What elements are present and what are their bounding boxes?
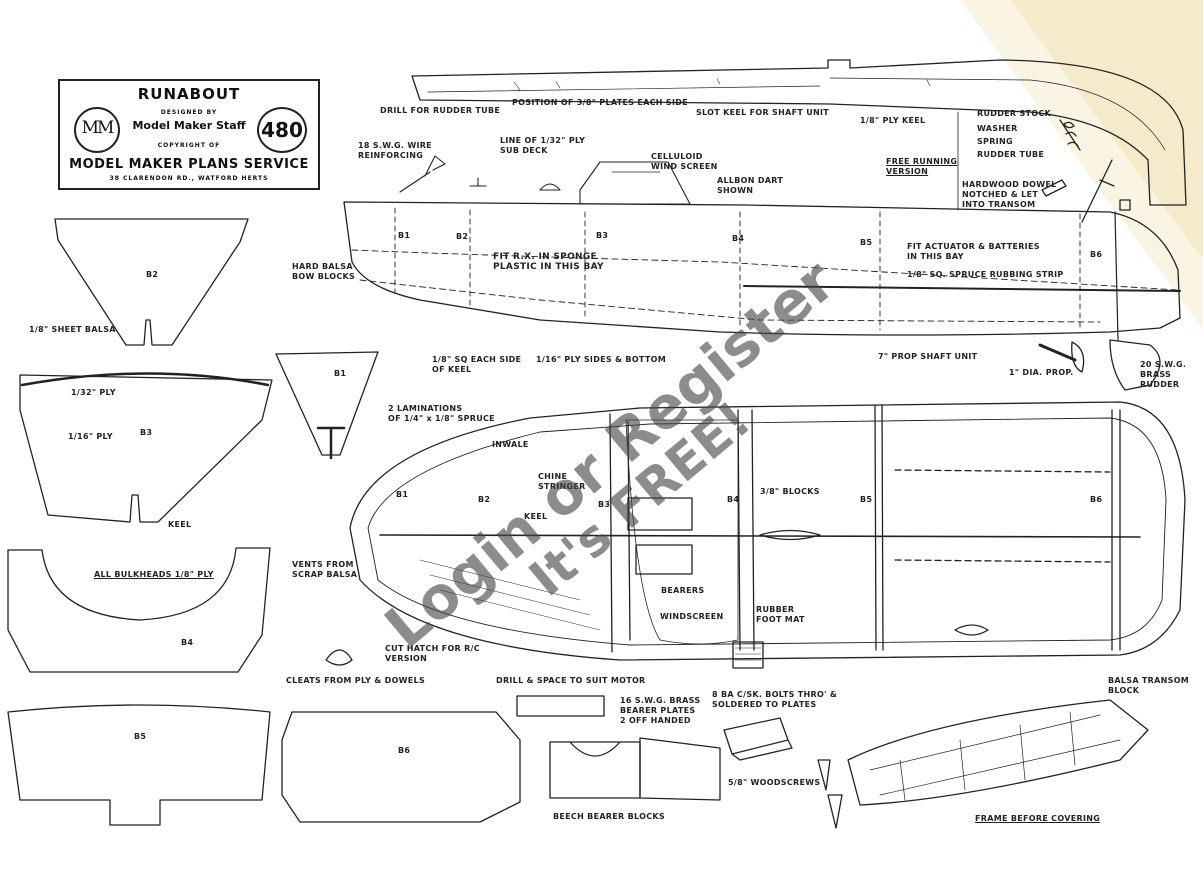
label-fit-actuator: FIT ACTUATOR & BATTERIES IN THIS BAY	[907, 242, 1040, 261]
mm-logo-text: MM	[81, 118, 115, 138]
inset-details	[325, 649, 1149, 829]
label-beech-blocks: BEECH BEARER BLOCKS	[553, 812, 665, 821]
side-b5: B5	[860, 238, 873, 247]
keel-profile	[411, 59, 1187, 206]
label-rubber-mat: RUBBER FOOT MAT	[756, 605, 805, 624]
label-wire-reinforcing: 18 S.W.G. WIRE REINFORCING	[358, 141, 432, 160]
template-b6: B6	[398, 746, 411, 755]
template-b5: B5	[134, 732, 147, 741]
plan-b6: B6	[1090, 495, 1103, 504]
label-windscreen: WINDSCREEN	[660, 612, 724, 621]
label-rudder-stock: RUDDER STOCK	[977, 109, 1052, 118]
plan-number: 480	[261, 118, 303, 142]
label-sub-deck: LINE OF 1/32" PLY SUB DECK	[500, 136, 586, 155]
bulkhead-templates	[7, 218, 521, 826]
label-brass-rudder: 20 S.W.G. BRASS RUDDER	[1140, 360, 1187, 389]
label-spring: SPRING	[977, 137, 1013, 146]
label-keel-plan: KEEL	[524, 512, 548, 521]
label-cleats: CLEATS FROM PLY & DOWELS	[286, 676, 426, 685]
label-allbon: ALLBON DART SHOWN	[717, 176, 784, 195]
label-vents: VENTS FROM SCRAP BALSA	[292, 560, 358, 579]
label-slot-keel: SLOT KEEL FOR SHAFT UNIT	[696, 108, 830, 117]
designer-name: Model Maker Staff	[132, 119, 246, 132]
designed-by-label: DESIGNED BY	[160, 109, 218, 116]
label-keel: KEEL	[168, 520, 192, 529]
side-b4: B4	[732, 234, 745, 243]
label-drill-rudder-tube: DRILL FOR RUDDER TUBE	[380, 106, 501, 115]
plan-number-badge: 480	[257, 107, 307, 153]
copyright-label: COPYRIGHT OF	[157, 142, 221, 149]
label-balsa-transom: BALSA TRANSOM BLOCK	[1108, 676, 1190, 695]
label-brass-bearer: 16 S.W.G. BRASS BEARER PLATES 2 OFF HAND…	[620, 696, 701, 725]
label-free-running: FREE RUNNING VERSION	[886, 157, 958, 176]
label-cut-hatch: CUT HATCH FOR R/C VERSION	[385, 644, 480, 663]
plan-b4: B4	[727, 495, 740, 504]
plan-b5: B5	[860, 495, 873, 504]
label-blocks-38: 3/8" BLOCKS	[760, 487, 820, 496]
label-fit-rx: FIT R.X. IN SPONGE PLASTIC IN THIS BAY	[493, 252, 604, 272]
plan-b2: B2	[478, 495, 491, 504]
label-all-bulkheads: ALL BULKHEADS 1/8" PLY	[94, 570, 214, 579]
label-ply-sides: 1/16" PLY SIDES & BOTTOM	[536, 355, 666, 364]
plans-service: MODEL MAKER PLANS SERVICE	[69, 157, 309, 172]
label-ply-132: 1/32" PLY	[71, 388, 116, 397]
label-laminations: 2 LAMINATIONS OF 1/4" x 1/8" SPRUCE	[388, 404, 495, 423]
side-b1: B1	[398, 231, 411, 240]
label-ba-bolts: 8 BA C/SK. BOLTS THRO' & SOLDERED TO PLA…	[712, 690, 838, 709]
label-washer: WASHER	[977, 124, 1018, 133]
label-bearers: BEARERS	[661, 586, 705, 595]
template-b1: B1	[334, 369, 347, 378]
template-b3: B3	[140, 428, 153, 437]
side-b3: B3	[596, 231, 609, 240]
label-hardwood-dowel: HARDWOOD DOWEL NOTCHED & LET INTO TRANSO…	[962, 180, 1057, 209]
plan-b3: B3	[598, 500, 611, 509]
label-woodscrews: 5/8" WOODSCREWS	[728, 778, 821, 787]
label-frame-before: FRAME BEFORE COVERING	[975, 814, 1101, 823]
side-elevation	[343, 111, 1181, 391]
label-chine-stringer: CHINE STRINGER	[538, 472, 586, 491]
plan-view	[349, 401, 1186, 669]
label-rubbing-strip: 1/8" SQ. SPRUCE RUBBING STRIP	[907, 270, 1064, 279]
label-position-plates: POSITION OF 3/8" PLATES EACH SIDE	[512, 98, 688, 107]
label-dia-prop: 1" DIA. PROP.	[1009, 368, 1074, 377]
label-ply-116: 1/16" PLY	[68, 432, 113, 441]
label-ply-keel: 1/8" PLY KEEL	[860, 116, 926, 125]
side-b2: B2	[456, 232, 469, 241]
label-celluloid: CELLULOID WIND SCREEN	[651, 152, 718, 171]
label-drill-space: DRILL & SPACE TO SUIT MOTOR	[496, 676, 646, 685]
label-inwale: INWALE	[492, 440, 529, 449]
side-b6: B6	[1090, 250, 1103, 259]
plan-b1: B1	[396, 490, 409, 499]
address: 38 CLARENDON RD., WATFORD HERTS	[109, 175, 269, 182]
label-rudder-tube: RUDDER TUBE	[977, 150, 1045, 159]
title-block: RUNABOUT MM DESIGNED BY Model Maker Staf…	[58, 79, 320, 190]
plan-title: RUNABOUT	[137, 85, 241, 103]
label-hard-balsa: HARD BALSA BOW BLOCKS	[292, 262, 356, 281]
mm-logo: MM	[74, 107, 120, 153]
label-sheet-balsa: 1/8" SHEET BALSA	[29, 325, 116, 334]
template-b4: B4	[181, 638, 194, 647]
label-prop-shaft: 7" PROP SHAFT UNIT	[878, 352, 978, 361]
template-b2: B2	[146, 270, 159, 279]
label-sq-each-side: 1/8" SQ EACH SIDE OF KEEL	[432, 355, 522, 374]
